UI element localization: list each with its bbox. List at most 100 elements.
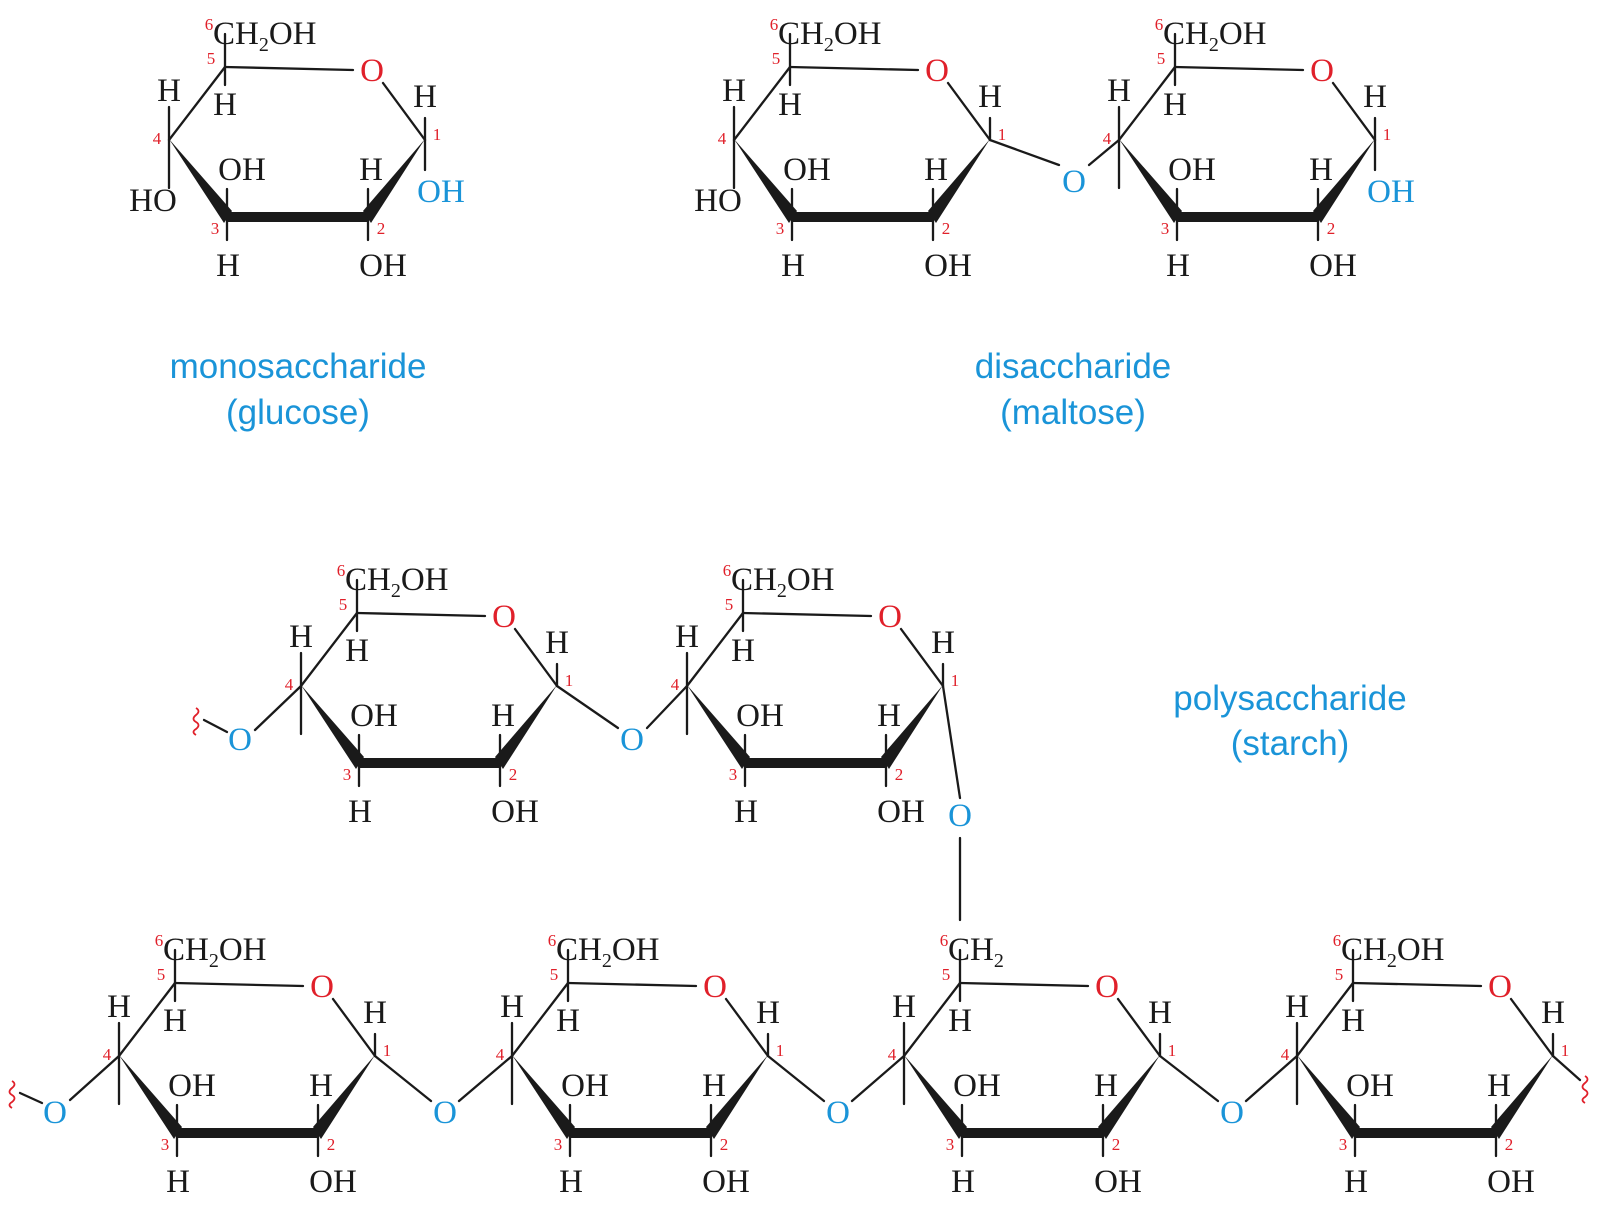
maltose-glycosidic-oxygen: O bbox=[1062, 164, 1086, 200]
maltose-ring-a-c5-hydrogen: H bbox=[778, 87, 802, 123]
starch-branch-ring-a-c1-hydrogen: H bbox=[545, 625, 569, 661]
maltose-ring-a-c4-hydrogen: H bbox=[722, 73, 746, 109]
glucose-wedge-c4-c3 bbox=[169, 139, 232, 223]
maltose-ring-b-c1-hydroxyl: OH bbox=[1367, 174, 1415, 210]
starch-main-bond-o-c4-3 bbox=[1244, 1054, 1299, 1103]
maltose-ring-b-wedge-c2-c1 bbox=[1313, 139, 1375, 223]
starch-branch-ring-a-c5-hydrogen: H bbox=[345, 633, 369, 669]
starch-main-ring-4-c2-hydrogen: H bbox=[1487, 1068, 1511, 1104]
glucose-c3-hydroxyl: OH bbox=[218, 152, 266, 188]
maltose-ring-a-ch2oh-group: CH2OH bbox=[778, 16, 882, 56]
starch-branch-ring-b-c1-hydrogen: H bbox=[931, 625, 955, 661]
starch-main-ring-3-c2-hydroxyl: OH bbox=[1094, 1164, 1142, 1200]
starch-branch-ring-a-ring-oxygen: O bbox=[492, 599, 516, 635]
starch-branch-ring-a-c2-hydroxyl: OH bbox=[491, 794, 539, 830]
starch-main-ring-3-ring-oxygen: O bbox=[1095, 969, 1119, 1005]
starch-branch-bond-c1-o6 bbox=[941, 684, 962, 800]
starch-main-ring-1-bond-c3-c2-thick bbox=[177, 1128, 318, 1138]
starch-main-ring-3-ch2-group: CH2 bbox=[948, 932, 1004, 972]
starch-branch-ring-a-carbon-number-3: 3 bbox=[343, 765, 352, 784]
starch-main-bond-end bbox=[1551, 1054, 1582, 1082]
starch-main-ring-1-carbon-number-1: 1 bbox=[383, 1041, 392, 1060]
starch-main-ring-4-carbon-number-3: 3 bbox=[1339, 1135, 1348, 1154]
maltose-ring-b-c5-hydrogen: H bbox=[1163, 87, 1187, 123]
starch-main-ring-1-wedge-c4-c3 bbox=[119, 1055, 182, 1139]
starch-branch-ring-a-c2-hydrogen: H bbox=[491, 698, 515, 734]
glucose-carbon-number-6: 6 bbox=[205, 15, 214, 34]
starch-main-ring-3-c1-hydrogen: H bbox=[1148, 995, 1172, 1031]
maltose-ring-a-ring-oxygen: O bbox=[925, 53, 949, 89]
starch-main-ring-3-carbon-number-6: 6 bbox=[940, 931, 949, 950]
maltose-ring-b-ring-oxygen: O bbox=[1310, 53, 1334, 89]
glucose-ch2oh-group: CH2OH bbox=[213, 16, 317, 56]
starch-main-ring-1-carbon-number-6: 6 bbox=[155, 931, 164, 950]
starch-branch-ring-b-c2-hydrogen: H bbox=[877, 698, 901, 734]
starch-main-ring-2-carbon-number-5: 5 bbox=[550, 965, 559, 984]
starch-main-ring-1-bond-c5-c4 bbox=[117, 981, 177, 1058]
starch-branch-ring-a-wedge-c4-c3 bbox=[301, 685, 364, 769]
maltose-ring-b-c1-hydrogen: H bbox=[1363, 79, 1387, 115]
glucose-c1-hydroxyl: OH bbox=[417, 174, 465, 210]
starch-main-ring-2-carbon-number-6: 6 bbox=[548, 931, 557, 950]
starch-main-glycosidic-oxygen-3: O bbox=[1220, 1095, 1244, 1131]
maltose-ring-b-ch2oh-group: CH2OH bbox=[1163, 16, 1267, 56]
starch-branch-ring-b-carbon-number-1: 1 bbox=[951, 671, 960, 690]
maltose-ring-b-carbon-number-5: 5 bbox=[1157, 49, 1166, 68]
maltose-ring-b-c3-hydrogen: H bbox=[1166, 248, 1190, 284]
starch-main-bond-c1-o-2 bbox=[766, 1054, 826, 1103]
starch-branch-ring-a-carbon-number-2: 2 bbox=[509, 765, 518, 784]
starch-branch-ring-b-carbon-number-4: 4 bbox=[671, 675, 680, 694]
starch-branch-ring-b-c4-hydrogen: H bbox=[675, 619, 699, 655]
starch-main-ring-2-c3-hydroxyl: OH bbox=[561, 1068, 609, 1104]
starch-main-ring-2-carbon-number-3: 3 bbox=[554, 1135, 563, 1154]
starch-branch-ring-b-carbon-number-3: 3 bbox=[729, 765, 738, 784]
starch-main-ring-3-bond-o-c1 bbox=[1116, 997, 1162, 1058]
starch-branch-ring-a-carbon-number-5: 5 bbox=[339, 595, 348, 614]
starch-main-ring-4-c1-hydrogen: H bbox=[1541, 995, 1565, 1031]
maltose-ring-b-carbon-number-6: 6 bbox=[1155, 15, 1164, 34]
starch-branch-bond-squiggle-o bbox=[202, 718, 229, 734]
starch-main-bond-o-c4-2 bbox=[850, 1054, 906, 1103]
glucose-c3-hydrogen: H bbox=[216, 248, 240, 284]
maltose-ring-a-bond-o-c1 bbox=[946, 81, 992, 142]
starch-main-ring-2-c5-hydrogen: H bbox=[556, 1003, 580, 1039]
starch-main-ring-4-c3-hydroxyl: OH bbox=[1346, 1068, 1394, 1104]
caption-disaccharide-detail: (maltose) bbox=[1000, 393, 1146, 432]
starch-main-ring-3-c5-hydrogen: H bbox=[948, 1003, 972, 1039]
starch-main-ring-3-bond-c5-o bbox=[958, 981, 1090, 988]
maltose-ring-a-c2-hydrogen: H bbox=[924, 152, 948, 188]
starch-main-ring-2-wedge-c2-c1 bbox=[706, 1055, 768, 1139]
glucose-c5-hydrogen: H bbox=[213, 87, 237, 123]
starch-main-ring-4-carbon-number-6: 6 bbox=[1333, 931, 1342, 950]
glucose-c2-hydrogen: H bbox=[359, 152, 383, 188]
maltose-ring-b-wedge-c4-c3 bbox=[1119, 139, 1182, 223]
maltose-ring-a-carbon-number-4: 4 bbox=[718, 129, 727, 148]
maltose-ring-a-carbon-number-3: 3 bbox=[776, 219, 785, 238]
starch-main-bond-o-c4-1 bbox=[457, 1054, 514, 1103]
caption-polysaccharide-detail: (starch) bbox=[1231, 724, 1350, 763]
glucose-carbon-number-1: 1 bbox=[433, 125, 442, 144]
starch-main-start-squiggle bbox=[8, 1080, 16, 1109]
starch-main-ring-4-carbon-number-1: 1 bbox=[1561, 1041, 1570, 1060]
starch-branch-ring-b-ring-oxygen: O bbox=[878, 599, 902, 635]
starch-branch-ring-b-carbon-number-5: 5 bbox=[725, 595, 734, 614]
maltose-ring-b-carbon-number-2: 2 bbox=[1327, 219, 1336, 238]
glucose-bond-c3-c2-thick bbox=[227, 212, 368, 222]
bonds-layer bbox=[8, 32, 1589, 1158]
starch-branch-ring-a-c3-hydroxyl: OH bbox=[350, 698, 398, 734]
starch-main-bond-squiggle-o bbox=[18, 1091, 44, 1105]
maltose-ring-a-c2-hydroxyl: OH bbox=[924, 248, 972, 284]
starch-branch-ring-a-carbon-number-6: 6 bbox=[337, 561, 346, 580]
starch-main-ring-1-c4-hydrogen: H bbox=[107, 989, 131, 1025]
glucose-carbon-number-2: 2 bbox=[377, 219, 386, 238]
starch-branch-ring-b-bond-c3-c2-thick bbox=[745, 758, 886, 768]
starch-main-ring-1-c1-hydrogen: H bbox=[363, 995, 387, 1031]
glucose-wedge-c2-c1 bbox=[363, 139, 425, 223]
starch-main-glycosidic-oxygen-1: O bbox=[433, 1095, 457, 1131]
starch-main-bond-o-c4 bbox=[68, 1054, 121, 1102]
starch-main-ring-3-carbon-number-2: 2 bbox=[1112, 1135, 1121, 1154]
starch-branch-bond-c1-o bbox=[555, 684, 620, 730]
starch-main-ring-4-carbon-number-4: 4 bbox=[1281, 1045, 1290, 1064]
starch-main-ring-2-bond-c5-c4 bbox=[510, 981, 570, 1058]
starch-main-ring-3-wedge-c4-c3 bbox=[904, 1055, 967, 1139]
